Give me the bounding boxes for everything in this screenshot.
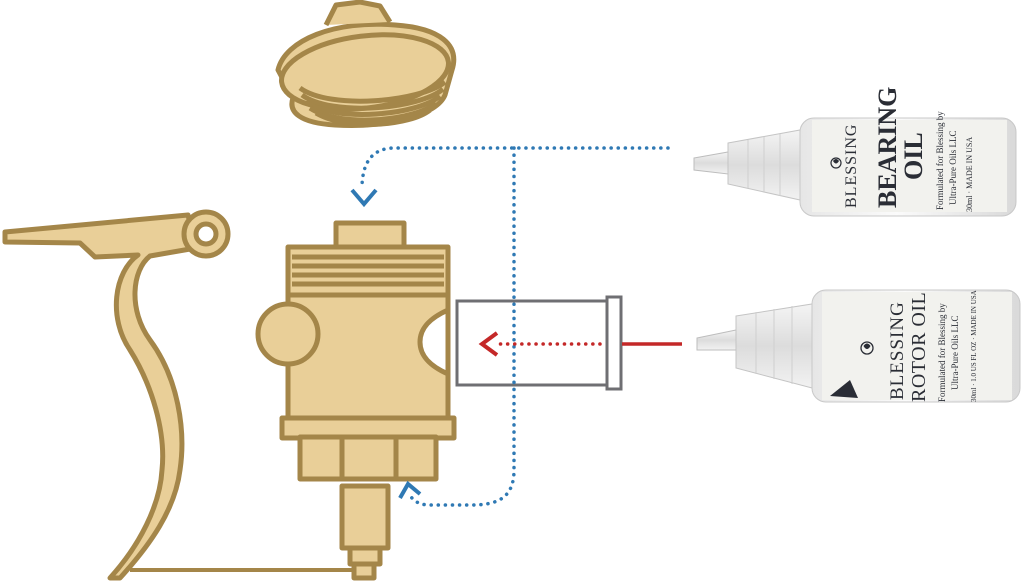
bearing-oil-path	[360, 146, 670, 507]
valve-lever	[2, 212, 360, 581]
bearing-formulated-line1: Formulated for Blessing by	[935, 111, 945, 210]
rotor-oil-bottle: BLESSING ROTOR OIL Formulated for Blessi…	[696, 289, 1021, 403]
bearing-volume-line: 30ml · MADE IN USA	[965, 137, 974, 212]
rotor-brand: BLESSING	[887, 301, 908, 400]
bearing-cap	[275, 0, 457, 128]
valve-port	[417, 307, 451, 377]
arrow-down-icon	[350, 188, 378, 208]
rotor-volume-line: 30ml · 1.0 US FL OZ · MADE IN USA	[970, 290, 978, 402]
lever-pivot-ring	[181, 209, 231, 259]
rotor-formulated-line2: Ultra-Pure Oils LLC	[950, 316, 960, 391]
valve-casing	[279, 220, 457, 581]
bearing-oil-bottle: BLESSING BEARING OIL Formulated for Bles…	[693, 87, 1017, 217]
blessing-logo-icon	[830, 157, 842, 169]
arrow-left-icon	[478, 331, 499, 357]
bearing-brand: BLESSING	[843, 124, 860, 208]
rotor-formulated-line1: Formulated for Blessing by	[937, 303, 947, 402]
arrow-up-icon	[398, 480, 422, 499]
bearing-product-line2: OIL	[899, 132, 928, 180]
bearing-formulated-line2: Ultra-Pure Oils LLC	[948, 131, 958, 206]
rotor-product: ROTOR OIL	[908, 292, 930, 402]
valve-side-knuckle	[255, 301, 321, 367]
bearing-product-line1: BEARING	[873, 87, 902, 208]
blessing-logo-icon	[860, 341, 874, 355]
